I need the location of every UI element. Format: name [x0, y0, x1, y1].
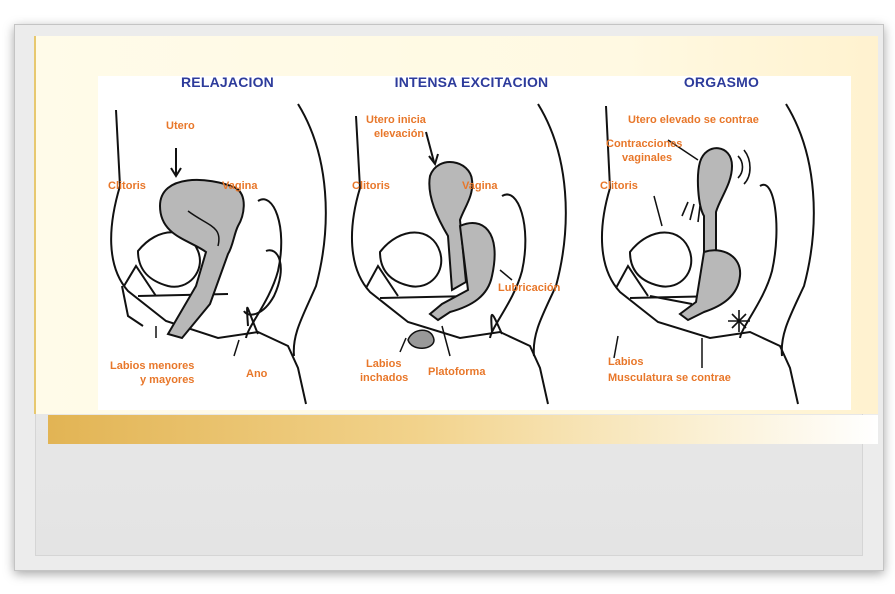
label-utero-inicia: Utero inicia [366, 114, 426, 126]
panel-intensa-excitacion: INTENSA EXCITACION Utero inicia elevació… [342, 76, 601, 410]
label-labios: Labios [608, 356, 643, 368]
label-inchados: inchados [360, 372, 408, 384]
label-labios-menores: Labios menores [110, 360, 194, 372]
gold-bar [48, 415, 878, 444]
top-strip [0, 0, 895, 14]
label-clitoris: Clitoris [600, 180, 638, 192]
label-utero-elevado: Utero elevado se contrae [628, 114, 759, 126]
label-contracciones: Contracciones [606, 138, 682, 150]
label-vagina: Vagina [462, 180, 497, 192]
panel-title: RELAJACION [98, 74, 357, 90]
panel-orgasmo: ORGASMO Utero elevado se contrae Contrac… [592, 76, 851, 410]
label-y-mayores: y mayores [140, 374, 194, 386]
label-elevacion: elevación [374, 128, 424, 140]
label-vagina: Vagina [222, 180, 257, 192]
panel-title: ORGASMO [592, 74, 851, 90]
panel-title: INTENSA EXCITACION [342, 74, 601, 90]
label-clitoris: Clitoris [108, 180, 146, 192]
label-musculatura: Musculatura se contrae [608, 372, 731, 384]
label-lubricacion: Lubricación [498, 282, 560, 294]
label-ano: Ano [246, 368, 267, 380]
label-utero: Utero [166, 120, 195, 132]
panel-relajacion: RELAJACION Utero Clitoris Vagina Labios … [98, 76, 357, 410]
label-clitoris: Clitoris [352, 180, 390, 192]
label-labios: Labios [366, 358, 401, 370]
label-platoforma: Platoforma [428, 366, 485, 378]
label-vaginales: vaginales [622, 152, 672, 164]
